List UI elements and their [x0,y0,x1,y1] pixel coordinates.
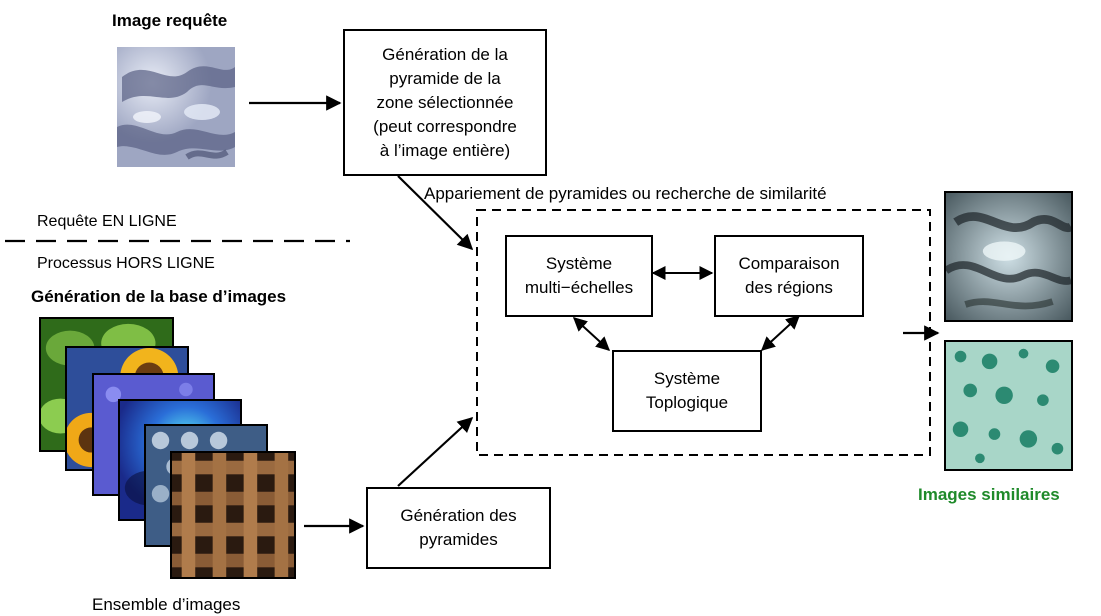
topological-system-label: Système Toplogique [645,369,729,412]
multiscale-system-label: Système multi−échelles [524,254,634,297]
pyramid-generation-query-box: Génération de la pyramide de la zone sél… [343,29,547,176]
water-drops-image [944,340,1073,471]
pyramid-generation-db-label: Génération des pyramides [400,506,517,549]
arrow-pyramid-gen-to-matching [397,416,474,487]
cloudy-texture-image [117,47,235,167]
arrow-comparison-topological [760,315,801,351]
query-image-title: Image requête [112,11,228,30]
region-comparison-box: Comparaison des régions [714,235,864,317]
woven-rope-image [170,451,296,579]
topological-system-box: Système Toplogique [612,350,762,432]
image-set-caption: Ensemble d’images [92,595,241,614]
matching-title: Appariement de pyramides ou recherche de… [424,184,827,203]
multiscale-system-box: Système multi−échelles [505,235,653,317]
pyramid-generation-db-box: Génération des pyramides [366,487,551,569]
pyramid-generation-query-label: Génération de la pyramide de la zone sél… [373,44,517,160]
online-query-label: Requête EN LIGNE [37,213,177,230]
similar-images-title: Images similaires [918,485,1060,504]
offline-process-label: Processus HORS LIGNE [37,255,215,272]
arrow-multiscale-topological [572,317,611,351]
region-comparison-label: Comparaison des régions [738,254,840,297]
silver-texture-image [944,191,1073,322]
database-generation-title: Génération de la base d’images [31,287,287,306]
arrow-pyramid-to-matching [397,175,474,251]
